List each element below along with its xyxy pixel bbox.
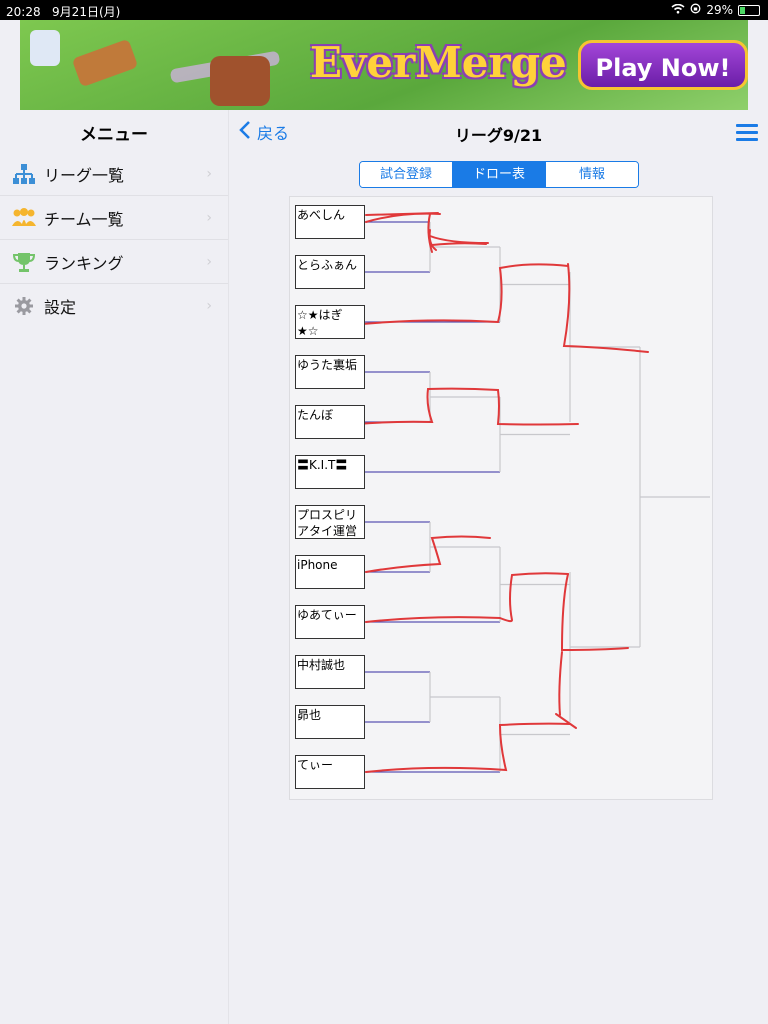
gear-icon: [12, 294, 36, 318]
sidebar-title: メニュー: [80, 125, 148, 145]
sidebar: メニュー リーグ一覧 › チーム一覧 › ランキング › 設定 ›: [0, 110, 229, 1024]
sidebar-item-team-list[interactable]: チーム一覧 ›: [0, 196, 228, 240]
sidebar-item-label: 設定: [44, 298, 77, 317]
status-time-date: 20:28 9月21日(月): [6, 3, 120, 20]
rotation-lock-icon: [690, 3, 701, 17]
hand-drawn-annotation: [365, 212, 441, 223]
team-box[interactable]: 中村誠也: [295, 655, 365, 689]
hand-drawn-annotation: [365, 722, 571, 773]
team-box[interactable]: あべしん: [295, 205, 365, 239]
tab-info[interactable]: 情報: [545, 162, 638, 187]
ad-play-now-button[interactable]: Play Now!: [578, 40, 748, 90]
status-date: 9月21日(月): [52, 5, 121, 19]
ad-cart-icon: [210, 56, 270, 106]
hierarchy-icon: [12, 162, 36, 186]
team-box[interactable]: 〓K.I.T〓: [295, 455, 365, 489]
sidebar-item-label: リーグ一覧: [44, 166, 125, 185]
chevron-right-icon: ›: [206, 298, 212, 314]
team-box[interactable]: ☆★はぎ★☆: [295, 305, 365, 339]
segmented-tabs: 試合登録 ドロー表 情報: [359, 161, 639, 188]
hand-drawn-annotation: [427, 213, 437, 253]
hand-drawn-annotation: [562, 263, 649, 353]
back-label: 戻る: [257, 124, 290, 143]
ad-house-icon: [30, 30, 60, 66]
team-box[interactable]: ゆうた裏垢: [295, 355, 365, 389]
status-time: 20:28: [6, 5, 41, 19]
sidebar-item-label: ランキング: [44, 254, 124, 273]
divider: [0, 195, 228, 196]
battery-icon: [738, 4, 760, 16]
hand-drawn-annotation: [560, 573, 629, 652]
hand-drawn-annotation: [555, 651, 577, 729]
sidebar-item-league-list[interactable]: リーグ一覧 ›: [0, 152, 228, 196]
ad-banner[interactable]: EverMerge Play Now!: [20, 20, 748, 110]
status-right: 29%: [671, 3, 760, 17]
tab-draw-table[interactable]: ドロー表: [452, 162, 545, 187]
tab-match-registration[interactable]: 試合登録: [360, 162, 452, 187]
battery-percent: 29%: [706, 3, 733, 17]
team-box[interactable]: ゆあてぃー: [295, 605, 365, 639]
divider: [0, 283, 228, 284]
divider: [0, 239, 228, 240]
hand-drawn-annotation: [357, 387, 579, 426]
sidebar-item-ranking[interactable]: ランキング ›: [0, 240, 228, 284]
chevron-right-icon: ›: [206, 254, 212, 270]
chevron-left-icon: [239, 120, 251, 144]
nav-bar: 戻る リーグ9/21: [229, 110, 768, 154]
page-title: リーグ9/21: [454, 126, 543, 145]
back-button[interactable]: 戻る: [239, 120, 289, 144]
chevron-right-icon: ›: [206, 210, 212, 226]
hand-drawn-annotation: [365, 535, 491, 573]
team-icon: [12, 206, 36, 230]
team-box[interactable]: iPhone: [295, 555, 365, 589]
hand-drawn-annotation: [365, 572, 569, 623]
hamburger-menu-icon[interactable]: [736, 124, 758, 145]
sidebar-item-settings[interactable]: 設定 ›: [0, 284, 228, 328]
chevron-right-icon: ›: [206, 166, 212, 182]
hand-drawn-annotation: [429, 235, 489, 244]
team-box[interactable]: てぃー: [295, 755, 365, 789]
wifi-icon: [671, 3, 685, 17]
hand-drawn-annotation: [361, 263, 569, 325]
team-box[interactable]: たんぼ: [295, 405, 365, 439]
status-bar: 20:28 9月21日(月) 29%: [0, 0, 768, 20]
trophy-icon: [12, 250, 36, 274]
ad-brand-logo: EverMerge: [310, 38, 567, 87]
team-box[interactable]: プロスピリアタイ運営: [295, 505, 365, 539]
sidebar-item-label: チーム一覧: [44, 210, 124, 229]
team-box[interactable]: 昴也: [295, 705, 365, 739]
team-box[interactable]: とらふぁん: [295, 255, 365, 289]
